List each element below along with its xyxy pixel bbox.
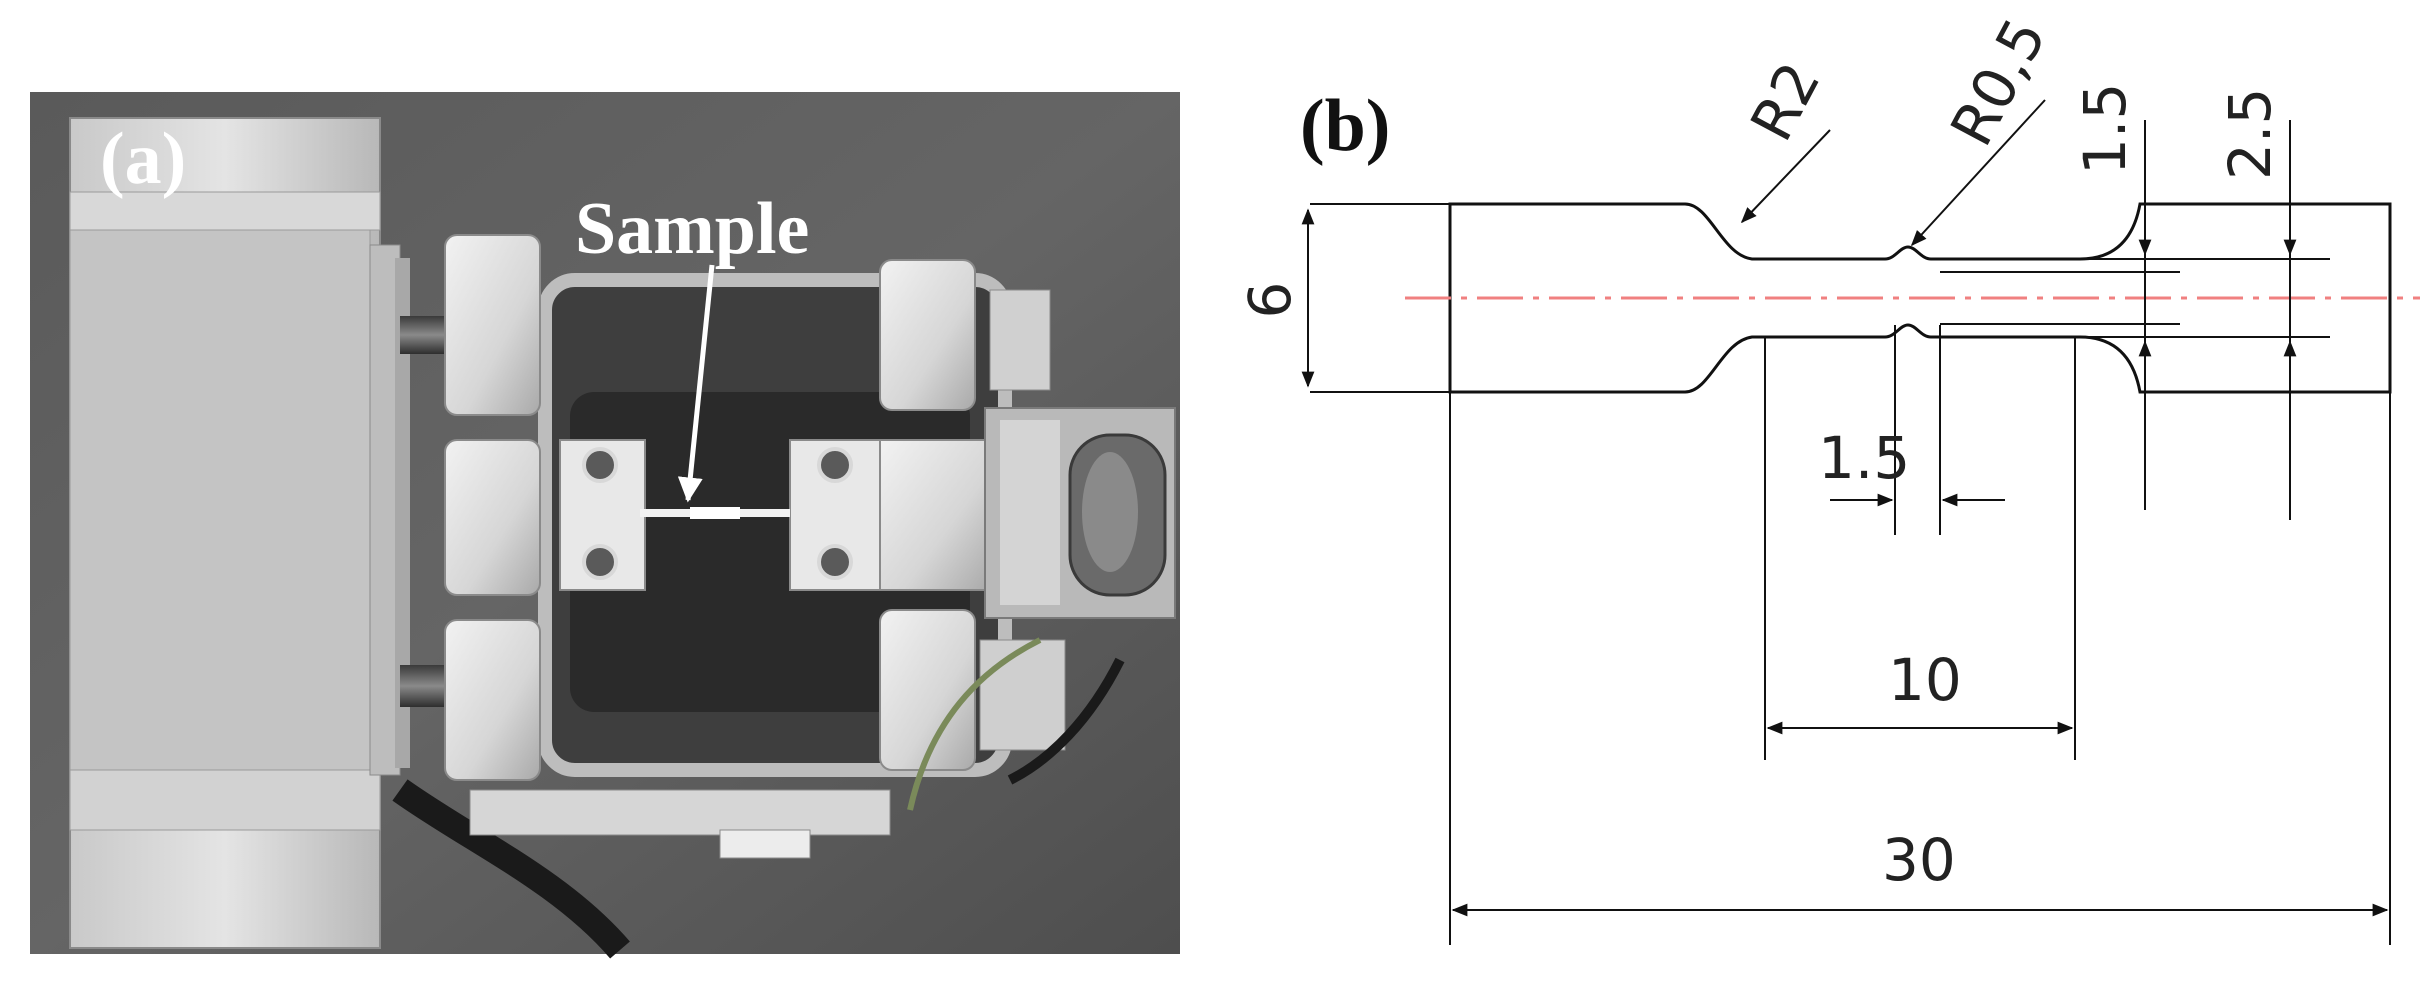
dim-gauge-length: 10: [1766, 646, 2074, 735]
clamp-blocks: [444, 234, 1066, 781]
dim-notch-width: 1.5: [1818, 424, 2005, 507]
sample-pointer-arrow: [677, 264, 715, 503]
svg-text:R0,5: R0,5: [1937, 8, 2059, 157]
svg-text:6: 6: [1236, 282, 1304, 319]
panel-b: (b) 6 R2: [1236, 8, 2420, 945]
svg-text:1.5: 1.5: [2071, 83, 2139, 175]
load-cell: [984, 407, 1176, 619]
dim-radius-small: R0,5: [1910, 8, 2060, 247]
svg-text:30: 30: [1882, 826, 1956, 894]
svg-text:2.5: 2.5: [2216, 88, 2284, 180]
tensile-sample: [640, 507, 790, 519]
svg-text:10: 10: [1888, 646, 1962, 714]
panel-a: (a) Sample: [30, 92, 1180, 959]
dim-total-length: 30: [1451, 826, 2389, 917]
sample-label: Sample: [575, 188, 809, 270]
cables: [392, 637, 1125, 959]
svg-text:1.5: 1.5: [1818, 424, 1910, 492]
dim-radius-large: R2: [1737, 51, 1834, 224]
svg-text:R2: R2: [1737, 51, 1833, 151]
panel-a-label: (a): [100, 118, 186, 200]
dim-grip-step: 2.5: [2216, 88, 2297, 400]
dim-gauge-thickness: 1.5: [2071, 83, 2152, 394]
sample-grips: [559, 439, 991, 591]
panel-b-label: (b): [1300, 85, 1390, 167]
dim-overall-width: 6: [1236, 208, 1315, 388]
bottom-rail: [469, 789, 891, 836]
base-plate: [69, 117, 410, 949]
extension-lines: [1310, 120, 2391, 945]
